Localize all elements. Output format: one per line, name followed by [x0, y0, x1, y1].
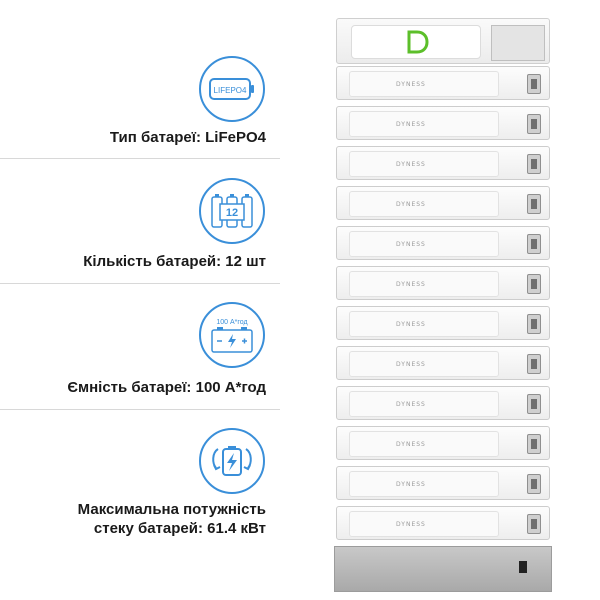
module-brand: DYNESS	[396, 321, 426, 328]
battery-module: DYNESS	[336, 186, 550, 220]
module-port	[527, 394, 541, 414]
module-port	[527, 234, 541, 254]
max-power-label-line2: стеку батарей: 61.4 кВт	[93, 520, 266, 537]
module-port	[527, 194, 541, 214]
battery-module: DYNESS	[336, 146, 550, 180]
module-face: DYNESS	[349, 271, 499, 297]
module-brand: DYNESS	[396, 281, 426, 288]
module-port	[527, 274, 541, 294]
brand-logo-icon	[407, 30, 429, 54]
battery-module: DYNESS	[336, 306, 550, 340]
module-face: DYNESS	[349, 351, 499, 377]
power-battery-icon	[199, 428, 265, 494]
battery-module: DYNESS	[336, 426, 550, 460]
max-power-label-line1: Максимальна потужність	[77, 501, 266, 518]
controller-connector	[491, 25, 545, 61]
battery-module: DYNESS	[336, 226, 550, 260]
stack-top-controller	[336, 18, 550, 64]
divider	[0, 409, 280, 410]
battery-capacity-icon: 100 А*год	[199, 302, 265, 368]
battery-count-icon: 12	[199, 178, 265, 244]
module-face: DYNESS	[349, 511, 499, 537]
module-face: DYNESS	[349, 311, 499, 337]
battery-count-label: Кількість батарей: 12 шт	[83, 253, 266, 270]
lifepo4-battery-icon: LIFEPO4	[199, 56, 265, 122]
module-brand: DYNESS	[396, 361, 426, 368]
module-brand: DYNESS	[396, 441, 426, 448]
module-face: DYNESS	[349, 111, 499, 137]
module-port	[527, 314, 541, 334]
battery-module: DYNESS	[336, 266, 550, 300]
module-brand: DYNESS	[396, 161, 426, 168]
module-port	[527, 434, 541, 454]
module-brand: DYNESS	[396, 521, 426, 528]
battery-stack-image: DYNESS DYNESS DYNESS DYNESS DYNESS DYNESS DYNE…	[330, 18, 570, 592]
module-face: DYNESS	[349, 431, 499, 457]
module-brand: DYNESS	[396, 401, 426, 408]
module-face: DYNESS	[349, 151, 499, 177]
divider	[0, 158, 280, 159]
module-brand: DYNESS	[396, 121, 426, 128]
module-port	[527, 114, 541, 134]
module-face: DYNESS	[349, 231, 499, 257]
battery-module: DYNESS	[336, 386, 550, 420]
module-port	[527, 514, 541, 534]
battery-capacity-icon-text: 100 А*год	[216, 319, 247, 326]
battery-type-label: Тип батареї: LiFePO4	[109, 129, 266, 146]
battery-module: DYNESS	[336, 346, 550, 380]
module-port	[527, 74, 541, 94]
battery-capacity-label: Ємність батареї: 100 А*год	[67, 379, 266, 396]
module-port	[527, 354, 541, 374]
battery-module: DYNESS	[336, 506, 550, 540]
module-brand: DYNESS	[396, 481, 426, 488]
module-face: DYNESS	[349, 471, 499, 497]
battery-count-icon-text: 12	[226, 207, 238, 219]
power-switch	[519, 561, 527, 573]
battery-module: DYNESS	[336, 466, 550, 500]
lifepo4-icon-text: LIFEPO4	[214, 86, 247, 95]
stack-base	[334, 546, 552, 592]
divider	[0, 283, 280, 284]
module-port	[527, 474, 541, 494]
module-face: DYNESS	[349, 191, 499, 217]
module-brand: DYNESS	[396, 201, 426, 208]
battery-module: DYNESS	[336, 106, 550, 140]
module-port	[527, 154, 541, 174]
module-brand: DYNESS	[396, 241, 426, 248]
battery-module: DYNESS	[336, 66, 550, 100]
controller-panel	[351, 25, 481, 59]
module-face: DYNESS	[349, 71, 499, 97]
module-brand: DYNESS	[396, 81, 426, 88]
module-face: DYNESS	[349, 391, 499, 417]
